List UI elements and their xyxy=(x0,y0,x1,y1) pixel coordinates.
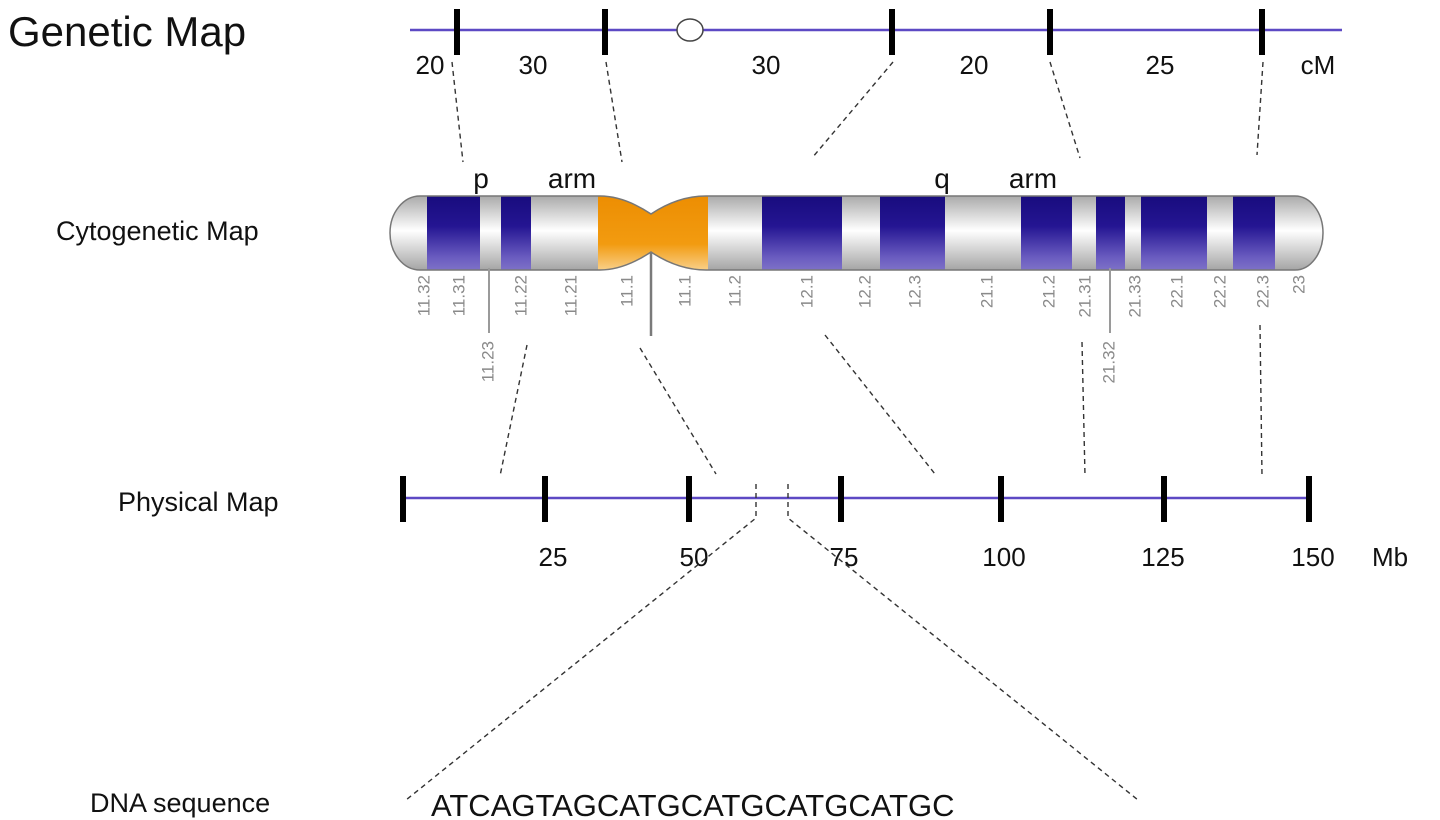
band-label: 11.1 xyxy=(675,275,694,307)
connector-line xyxy=(1259,324,1263,477)
p-arm-label: p xyxy=(473,163,489,194)
band-label: 21.31 xyxy=(1075,275,1094,318)
physical-tick-label: 150 xyxy=(1291,542,1334,572)
centromere-band xyxy=(598,196,708,270)
band-label: 12.3 xyxy=(905,275,924,308)
dna-sequence-text: ATCAGTAGCATGCATGCATGCATGC xyxy=(431,788,955,820)
centromere-marker-icon xyxy=(676,18,704,42)
physical-tick-label: 100 xyxy=(982,542,1025,572)
genetic-interval-label: 20 xyxy=(416,50,445,80)
band-label: 22.2 xyxy=(1210,275,1229,308)
chromosome-band xyxy=(880,196,945,270)
band-label: 11.23 xyxy=(478,341,497,382)
band-label: 21.1 xyxy=(977,275,996,308)
dna-sequence-title: DNA sequence xyxy=(90,788,270,818)
physical-tick-label: 125 xyxy=(1141,542,1184,572)
genetic-interval-label: 25 xyxy=(1146,50,1175,80)
connector-line xyxy=(639,347,717,475)
genetic-interval-label: 30 xyxy=(519,50,548,80)
band-labels: 11.32 11.31 11.23 11.22 11.21 11.1 11.1 … xyxy=(414,275,1308,384)
chromosome-band xyxy=(762,196,842,270)
genetic-map-title: Genetic Map xyxy=(8,8,246,55)
physical-tick-label: 50 xyxy=(680,542,709,572)
physical-map-title: Physical Map xyxy=(118,487,279,517)
connector-line xyxy=(787,484,1139,801)
band-label: 23 xyxy=(1289,275,1308,294)
chromosome-outline xyxy=(389,195,1324,271)
genetic-map-axis: 20 30 30 20 25 cM xyxy=(410,9,1342,80)
chromosome-band xyxy=(1233,196,1275,270)
genetic-interval-label: 20 xyxy=(960,50,989,80)
chromosome-ideogram xyxy=(389,195,1324,336)
connector-line xyxy=(1256,61,1264,156)
band-label: 22.1 xyxy=(1167,275,1186,308)
chromosome-band xyxy=(1141,196,1207,270)
physical-tick-label: 25 xyxy=(539,542,568,572)
physical-map-unit: Mb xyxy=(1372,542,1408,572)
genetic-to-cytogenetic-connectors xyxy=(451,61,1264,163)
connector-line xyxy=(499,344,528,477)
cytogenetic-map-title: Cytogenetic Map xyxy=(56,216,259,246)
chromosome-band xyxy=(1096,196,1125,270)
genetic-map-unit: cM xyxy=(1301,50,1336,80)
physical-map-axis: 25 50 75 100 125 150 Mb xyxy=(400,476,1408,572)
connector-line xyxy=(451,61,464,163)
q-arm-word: arm xyxy=(1009,163,1057,194)
band-label: 22.3 xyxy=(1253,275,1272,308)
connector-line xyxy=(1081,341,1086,477)
band-label: 12.1 xyxy=(797,275,816,308)
connector-line xyxy=(811,61,894,159)
band-label: 12.2 xyxy=(855,275,874,308)
band-label: 11.1 xyxy=(617,275,636,307)
connector-line xyxy=(405,484,757,801)
band-label: 11.2 xyxy=(725,275,744,307)
connector-line xyxy=(1049,61,1081,159)
chromosome-band xyxy=(1021,196,1072,270)
band-label: 21.2 xyxy=(1039,275,1058,308)
chromosome-band xyxy=(427,196,480,270)
band-label: 11.31 xyxy=(449,275,468,316)
connector-line xyxy=(824,334,936,475)
q-arm-label: q xyxy=(934,163,950,194)
band-label: 11.21 xyxy=(561,275,580,316)
dna-zoom-connectors xyxy=(405,484,1139,801)
band-label: 11.32 xyxy=(414,275,433,316)
cytogenetic-to-physical-connectors xyxy=(499,324,1263,477)
connector-line xyxy=(605,61,623,163)
band-label: 11.22 xyxy=(511,275,530,316)
chromosome-band xyxy=(501,196,531,270)
p-arm-word: arm xyxy=(548,163,596,194)
genetic-interval-label: 30 xyxy=(752,50,781,80)
band-label: 21.33 xyxy=(1125,275,1144,318)
band-label: 21.32 xyxy=(1099,341,1118,384)
physical-tick-label: 75 xyxy=(830,542,859,572)
